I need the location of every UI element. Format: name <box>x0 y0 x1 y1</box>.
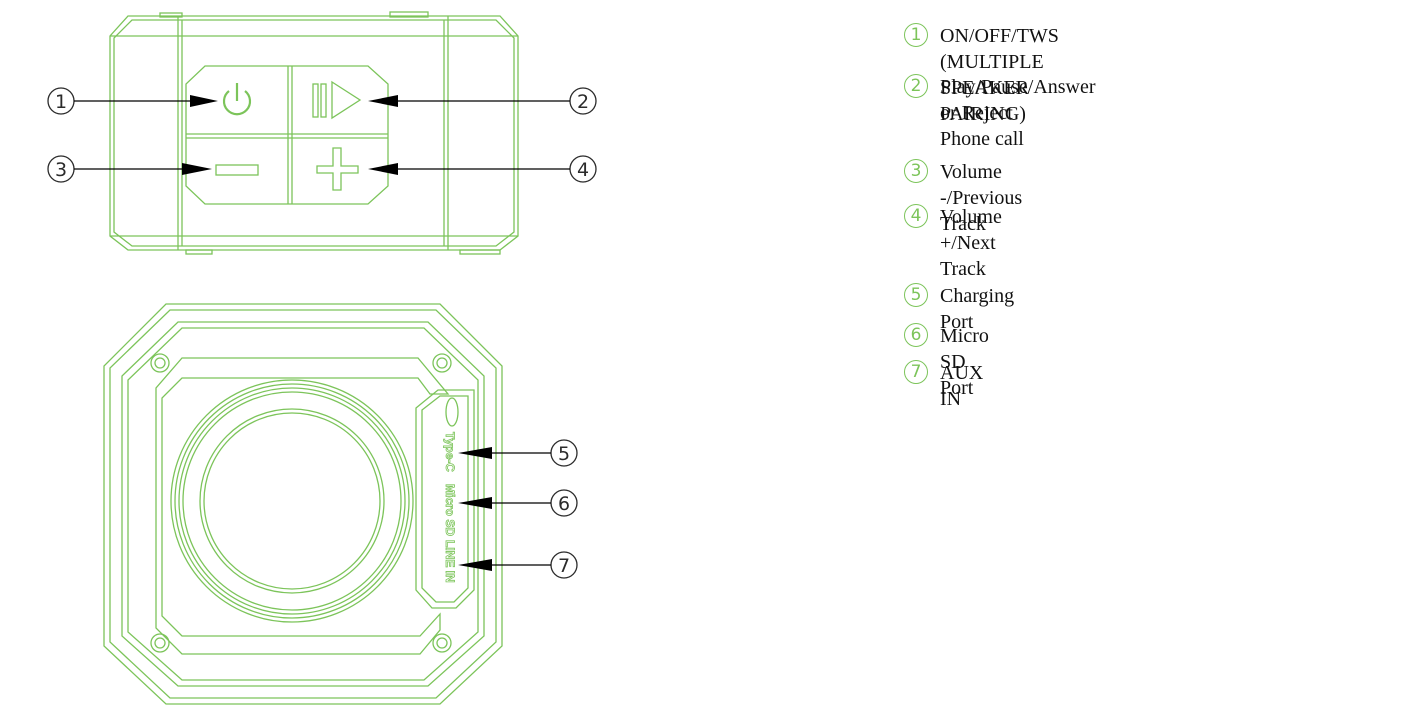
callout-2: 2 <box>368 87 597 115</box>
svg-text:1: 1 <box>55 91 67 113</box>
legend-text-4: Volume +/Next Track <box>940 206 1002 280</box>
play-pause-icon <box>312 80 362 120</box>
legend-number-3: 3 <box>904 159 928 183</box>
legend-item-5: 5 Charging Port <box>904 283 1014 335</box>
legend-text-7: AUX IN <box>940 362 984 410</box>
port-label-line-in: LINE IN <box>443 540 457 583</box>
speaker-front-view: Type-C Micro SD LINE IN 5 6 7 <box>103 303 578 705</box>
legend-number-6: 6 <box>904 323 928 347</box>
svg-text:7: 7 <box>558 555 570 577</box>
legend-number-4: 4 <box>904 204 928 228</box>
legend-text-3: Volume -/Previous Track <box>940 161 1023 235</box>
svg-text:4: 4 <box>577 159 589 181</box>
legend-number-5: 5 <box>904 283 928 307</box>
legend-text-5: Charging Port <box>940 285 1015 333</box>
port-label-micro-sd: Micro SD <box>443 484 457 536</box>
legend-item-1: 1 ON/OFF/TWS (MULTIPLE SPEAKER PAIRING) <box>904 23 1059 127</box>
svg-text:5: 5 <box>558 443 570 465</box>
callout-1: 1 <box>47 87 218 115</box>
plus-icon <box>316 147 359 191</box>
callout-3: 3 <box>47 155 212 183</box>
screw-icon <box>432 353 452 373</box>
legend-item-4: 4 Volume +/Next Track <box>904 204 1002 282</box>
legend-number-2: 2 <box>904 74 928 98</box>
legend-text-6: Micro SD Port <box>940 325 989 399</box>
screw-icon <box>150 353 170 373</box>
callout-5: 5 <box>458 439 578 467</box>
minus-icon <box>215 164 259 176</box>
legend-text-2: Play/Pause/Answer or Reject Phone call <box>940 76 1096 150</box>
callout-6: 6 <box>458 489 578 517</box>
screw-icon <box>150 633 170 653</box>
port-label-type-c: Type-C <box>443 432 457 472</box>
power-icon <box>222 83 252 116</box>
legend-number-1: 1 <box>904 23 928 47</box>
svg-text:3: 3 <box>55 159 67 181</box>
legend-text-1: ON/OFF/TWS (MULTIPLE SPEAKER PAIRING) <box>940 25 1059 125</box>
legend-item-7: 7 AUX IN <box>904 360 983 412</box>
svg-text:6: 6 <box>558 493 570 515</box>
callout-7: 7 <box>458 551 578 579</box>
legend-item-3: 3 Volume -/Previous Track <box>904 159 1022 237</box>
legend-item-2: 2 Play/Pause/Answer or Reject Phone call <box>904 74 1096 152</box>
legend-number-7: 7 <box>904 360 928 384</box>
screw-icon <box>432 633 452 653</box>
port-panel: Type-C Micro SD LINE IN <box>415 389 475 609</box>
svg-text:2: 2 <box>577 91 589 113</box>
speaker-top-view: 1 2 3 4 <box>47 11 597 255</box>
legend-item-6: 6 Micro SD Port <box>904 323 989 401</box>
speaker-driver <box>170 379 414 623</box>
callout-4: 4 <box>368 155 597 183</box>
